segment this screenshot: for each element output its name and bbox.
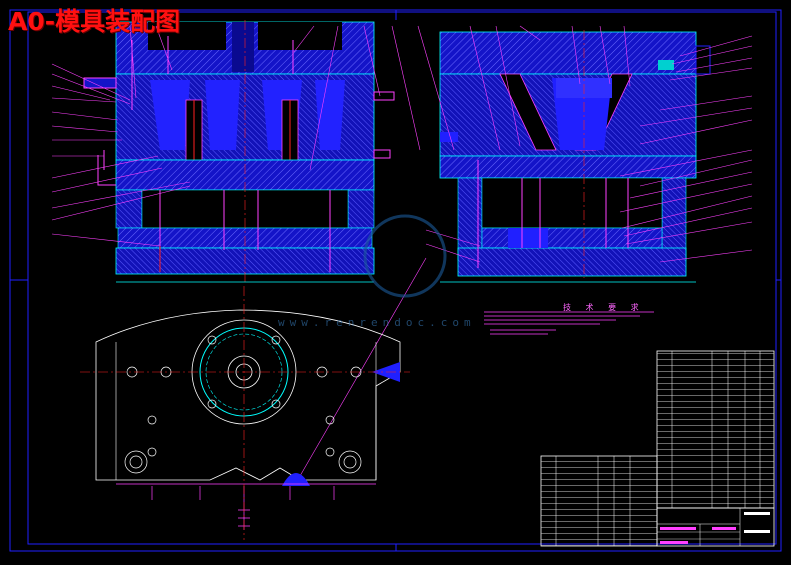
right-section-view (439, 30, 711, 283)
parts-list-table-2 (540, 455, 658, 547)
plan-view (80, 286, 410, 540)
watermark-logo (363, 214, 447, 298)
drawing-title: A0-模具装配图 (8, 7, 181, 36)
tech-requirements-heading: 技 术 要 求 (563, 303, 645, 312)
title-block (656, 507, 775, 547)
leader-lines-left (51, 25, 455, 247)
leader-lines-right (299, 25, 753, 477)
left-section-view (83, 20, 395, 283)
watermark-text: www.renrendoc.com (278, 316, 476, 329)
tech-requirements-lines (484, 311, 654, 335)
inner-frame (27, 11, 777, 545)
parts-list-table (656, 350, 775, 509)
